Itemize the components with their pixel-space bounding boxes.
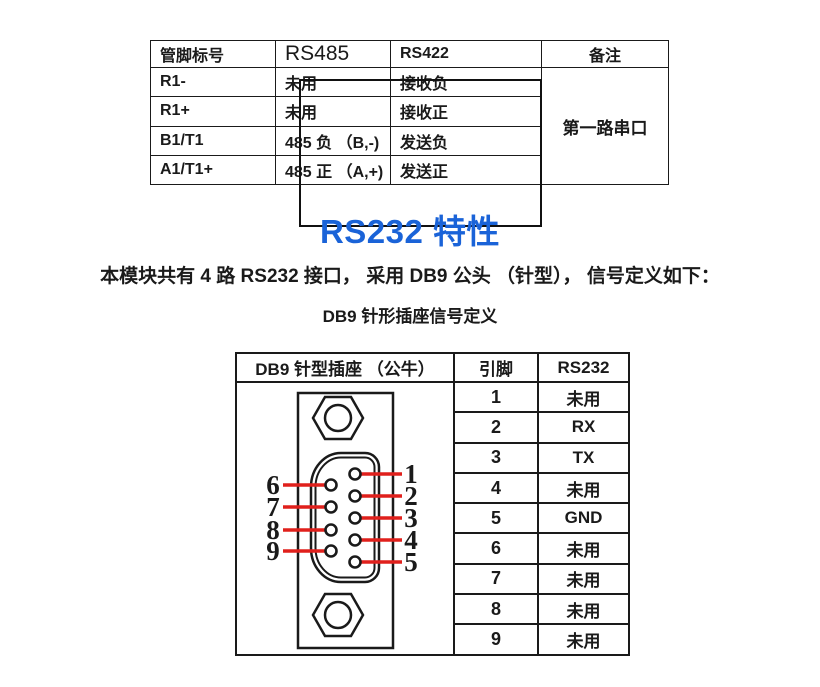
- section-intro-text: 本模块共有 4 路 RS232 接口， 采用 DB9 公头 （针型）， 信号定义…: [100, 266, 720, 287]
- section-title: RS232 特性: [319, 213, 501, 250]
- table-cell: 未用: [537, 471, 630, 505]
- table-cell: 485 正 （A,+): [275, 154, 391, 186]
- pin-hole: [348, 555, 362, 569]
- table-cell: 1: [453, 380, 539, 414]
- header-pin: 引脚: [453, 352, 539, 383]
- table-cell: 未用: [537, 532, 630, 565]
- table-cell: RX: [537, 411, 630, 444]
- table-cell: 7: [453, 562, 539, 596]
- pin-number-label: 5: [404, 547, 418, 577]
- pin-number-label: 2: [404, 481, 418, 511]
- table-cell: GND: [537, 502, 630, 535]
- pin-number-label: 7: [266, 492, 280, 522]
- header-connector: DB9 针型插座 （公牛）: [235, 352, 455, 383]
- table-row: 2 RX: [236, 411, 630, 444]
- pin-hole: [348, 533, 362, 547]
- table-cell: 未用: [275, 96, 391, 127]
- pin-number-label: 8: [266, 515, 280, 545]
- screw-hex-bottom-icon: [311, 592, 365, 638]
- rs485-rs422-table: 管脚标号 RS485 RS422 备注 R1- 未用 接收负 第一路串口 R1+…: [150, 40, 669, 186]
- table-row: 6 未用: [236, 532, 630, 565]
- table-cell: R1-: [150, 66, 276, 98]
- pin-number-label: 6: [266, 470, 280, 500]
- section-subtitle: DB9 针形插座信号定义: [322, 307, 498, 326]
- table-row: B1/T1 485 负 （B,-) 发送负: [150, 125, 669, 156]
- table-header-row: 管脚标号 RS485 RS422 备注: [150, 40, 669, 68]
- pin-hole: [324, 500, 338, 514]
- remark-merged-cell: 第一路串口: [541, 66, 669, 186]
- table-row: 8 未用: [236, 593, 630, 626]
- table-cell: 9: [453, 623, 539, 656]
- screw-hex-top-icon: [311, 395, 365, 441]
- table-cell: 4: [453, 471, 539, 505]
- table-row: 9 未用: [236, 623, 630, 656]
- table-row: R1- 未用 接收负 第一路串口: [150, 66, 669, 186]
- header-rs422: RS422: [390, 40, 542, 68]
- table-cell: 485 负 （B,-): [275, 125, 391, 156]
- table-cell: 2: [453, 411, 539, 444]
- screw-hole-bottom-icon: [323, 600, 353, 630]
- db9-definition-table: DB9 针型插座 （公牛） 引脚 RS232: [235, 352, 630, 656]
- table-cell: 6: [453, 532, 539, 565]
- d-sub-outline-inner: [314, 456, 376, 579]
- table-cell: B1/T1: [150, 125, 276, 156]
- pin-hole: [348, 511, 362, 525]
- header-pin-label: 管脚标号: [150, 40, 276, 68]
- pin-number-label: 3: [404, 503, 418, 533]
- table-cell: 未用: [537, 562, 630, 596]
- table-row: 4 未用: [236, 471, 630, 505]
- pin-number-label: 1: [404, 459, 418, 489]
- table-cell: 未用: [275, 66, 391, 98]
- pin-hole: [348, 467, 362, 481]
- rs485-rs422-pin-table: 管脚标号 RS485 RS422 备注 R1- 未用 接收负 第一路串口 R1+…: [150, 40, 669, 227]
- connector-diagram-cell: 1 2 3 4 5 6 7 8 9: [235, 381, 455, 656]
- pin-hole: [348, 489, 362, 503]
- table-cell: 3: [453, 441, 539, 474]
- table-cell: R1+: [150, 96, 276, 127]
- screw-hole-top-icon: [323, 403, 353, 433]
- pin-number-label: 9: [266, 536, 280, 566]
- header-remark: 备注: [541, 40, 669, 68]
- db9-connector-diagram: 1 2 3 4 5 6 7 8 9: [266, 391, 418, 650]
- table-row: 1 2 3 4 5 6 7 8 9 1 未用: [235, 380, 630, 656]
- table-cell: 8: [453, 593, 539, 626]
- db9-table: DB9 针型插座 （公牛） 引脚 RS232: [235, 352, 630, 656]
- table-cell: 发送负: [390, 125, 542, 156]
- table-row: A1/T1+ 485 正 （A,+) 发送正: [150, 154, 669, 186]
- table-cell: 接收正: [390, 96, 542, 127]
- table-cell: 发送正: [390, 154, 542, 186]
- table-cell: 接收负: [390, 66, 542, 98]
- table-row: 7 未用: [236, 562, 630, 596]
- table-cell: 未用: [537, 593, 630, 626]
- table-cell: A1/T1+: [150, 154, 276, 186]
- pin-number-label: 4: [404, 525, 418, 555]
- header-rs485: RS485: [275, 40, 391, 68]
- table-cell: 5: [453, 502, 539, 535]
- table-header-row: DB9 针型插座 （公牛） 引脚 RS232: [235, 352, 630, 383]
- table-row: 5 GND: [236, 502, 630, 535]
- pin-hole: [324, 478, 338, 492]
- connector-plate: [296, 391, 395, 650]
- table-row: 3 TX: [236, 441, 630, 474]
- table-cell: TX: [537, 441, 630, 474]
- header-rs232: RS232: [537, 352, 630, 383]
- pin-hole: [324, 544, 338, 558]
- pin-hole: [324, 523, 338, 537]
- table-cell: 未用: [537, 380, 630, 414]
- d-sub-outline-outer: [309, 451, 381, 584]
- table-cell: 未用: [537, 623, 630, 656]
